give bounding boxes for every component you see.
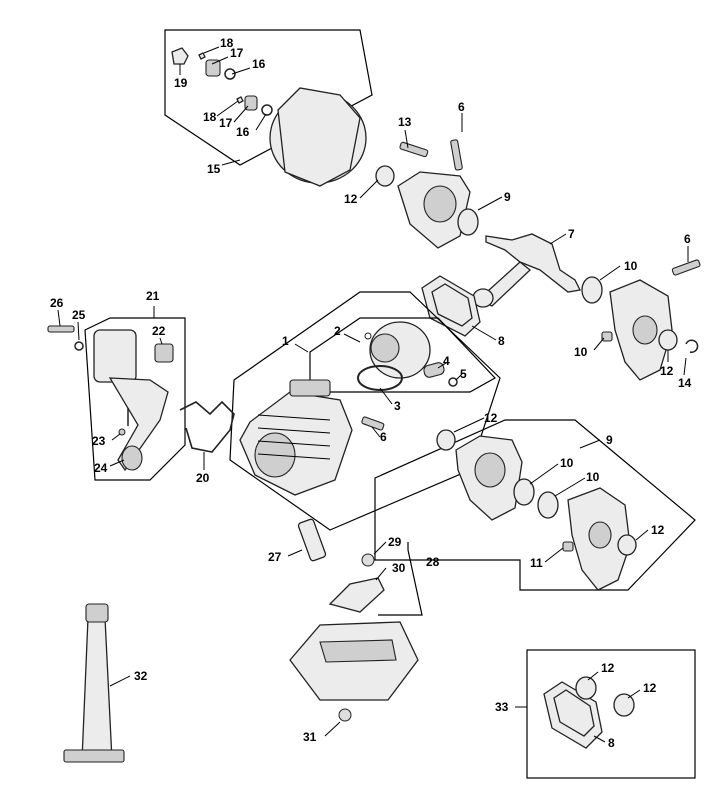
label-26: 26 bbox=[50, 296, 64, 310]
label-8a: 8 bbox=[498, 334, 505, 348]
label-7: 7 bbox=[568, 227, 575, 241]
label-27: 27 bbox=[268, 550, 282, 564]
label-15: 15 bbox=[207, 162, 221, 176]
label-8b: 8 bbox=[608, 736, 615, 750]
label-17a: 17 bbox=[230, 46, 244, 60]
label-10c: 10 bbox=[560, 456, 574, 470]
label-19: 19 bbox=[174, 76, 188, 90]
crankcase-upper-group bbox=[359, 113, 701, 381]
label-12a: 12 bbox=[344, 192, 358, 206]
label-18b: 18 bbox=[203, 110, 217, 124]
label-23: 23 bbox=[92, 434, 106, 448]
callout-labels: 18 17 16 19 18 17 16 15 13 6 12 9 7 6 10… bbox=[50, 36, 692, 750]
label-28: 28 bbox=[426, 555, 440, 569]
label-11a: 10 bbox=[574, 345, 588, 359]
crankcase-lower-group bbox=[374, 417, 696, 591]
label-22: 22 bbox=[152, 324, 166, 338]
label-24: 24 bbox=[94, 461, 108, 475]
label-12f: 12 bbox=[643, 681, 657, 695]
cover-group bbox=[289, 541, 423, 737]
label-4: 4 bbox=[443, 354, 450, 368]
label-11b: 11 bbox=[530, 556, 543, 570]
spark-plug-group bbox=[287, 518, 327, 562]
label-12b: 12 bbox=[660, 364, 674, 378]
flywheel-housing-group bbox=[164, 29, 373, 187]
label-9: 9 bbox=[606, 433, 613, 447]
label-10d: 10 bbox=[586, 470, 600, 484]
label-6b: 6 bbox=[380, 430, 387, 444]
ignition-module-group bbox=[47, 306, 235, 481]
label-14: 14 bbox=[678, 376, 692, 390]
label-32: 32 bbox=[134, 669, 148, 683]
label-29: 29 bbox=[388, 535, 402, 549]
label-18a: 18 bbox=[220, 36, 234, 50]
label-20: 20 bbox=[196, 471, 210, 485]
label-1: 1 bbox=[282, 334, 289, 348]
label-25: 25 bbox=[72, 308, 86, 322]
label-13: 13 bbox=[398, 115, 412, 129]
label-17b: 17 bbox=[219, 116, 233, 130]
label-12c: 12 bbox=[484, 411, 498, 425]
cylinder-group bbox=[229, 291, 501, 531]
label-33: 33 bbox=[495, 700, 509, 714]
label-6a: 6 bbox=[458, 100, 465, 114]
label-16a: 16 bbox=[252, 57, 266, 71]
label-21: 21 bbox=[146, 289, 160, 303]
label-10b: 10 bbox=[624, 259, 638, 273]
label-3: 3 bbox=[394, 399, 401, 413]
label-31: 31 bbox=[303, 730, 317, 744]
grease-tube-group bbox=[63, 603, 131, 763]
gasket-kit-group bbox=[515, 649, 696, 779]
label-10a: 9 bbox=[504, 190, 511, 204]
label-6c: 6 bbox=[684, 232, 691, 246]
label-5: 5 bbox=[460, 367, 467, 381]
label-30: 30 bbox=[392, 561, 406, 575]
label-16b: 16 bbox=[236, 125, 250, 139]
label-12d: 12 bbox=[651, 523, 665, 537]
label-12e: 12 bbox=[601, 661, 615, 675]
gasket-group bbox=[421, 275, 497, 341]
label-2: 2 bbox=[334, 324, 341, 338]
